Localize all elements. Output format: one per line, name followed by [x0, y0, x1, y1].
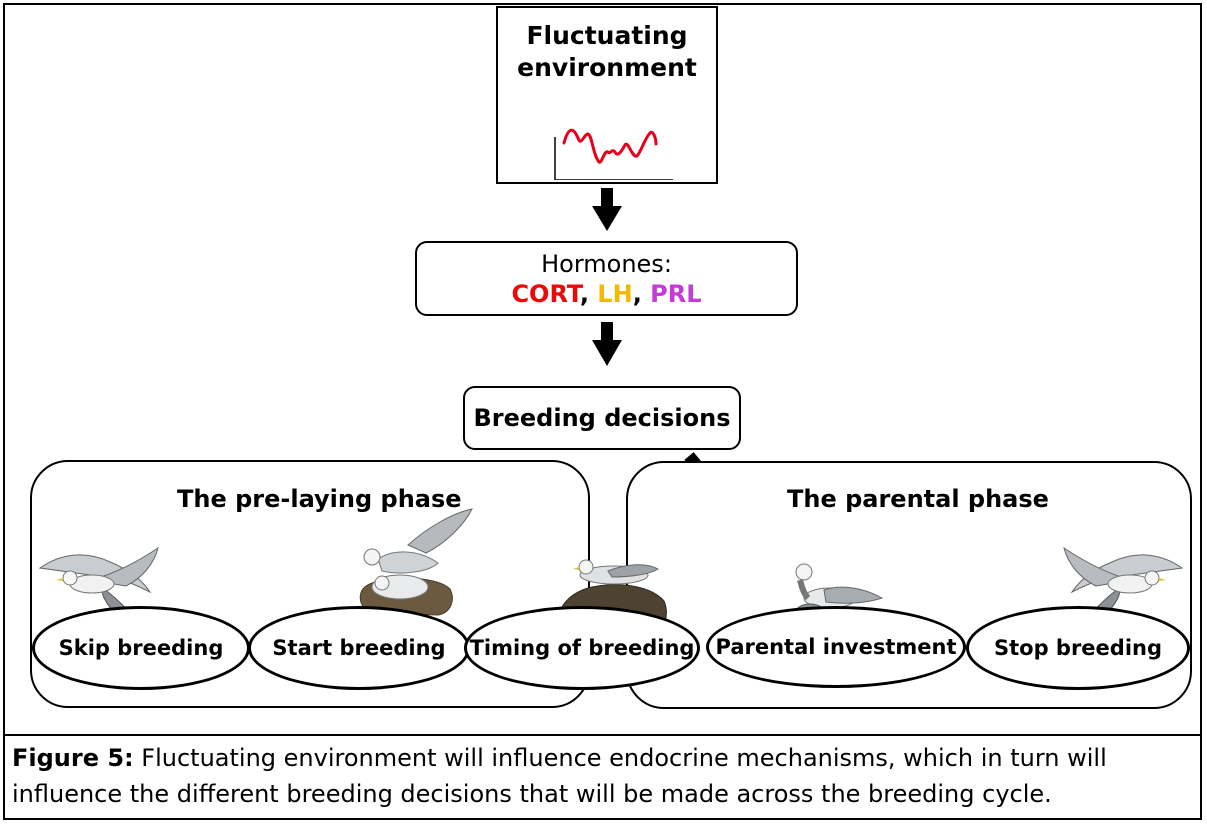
caption-label: Figure 5: — [12, 744, 134, 772]
hormone-lh: LH — [597, 280, 633, 308]
breeding-decisions-box: Breeding decisions — [463, 386, 741, 450]
hormone-separator-2: , — [632, 280, 651, 308]
hormones-label: Hormones: — [541, 250, 672, 278]
outcome-parental-investment: Parental investment — [706, 606, 966, 688]
environment-title-line1: Fluctuating — [526, 21, 688, 50]
outcome-skip-breeding: Skip breeding — [32, 606, 250, 690]
caption-separator — [3, 734, 1202, 736]
environment-title-line2: environment — [517, 53, 697, 82]
prelaying-phase-title: The pre-laying phase — [177, 485, 462, 513]
outcome-timing-of-breeding: Timing of breeding — [464, 606, 700, 690]
hormones-list: CORT, LH, PRL — [417, 279, 796, 309]
hormone-prl: PRL — [650, 280, 702, 308]
hormone-cort: CORT — [511, 280, 580, 308]
figure-frame — [3, 3, 1202, 820]
mating-kittiwakes-image — [359, 508, 473, 616]
parental-phase-title: The parental phase — [787, 485, 1049, 513]
caption-text: Fluctuating environment will influence e… — [12, 744, 1107, 808]
environment-box: Fluctuating environment — [496, 6, 718, 184]
hormones-box: Hormones: CORT, LH, PRL — [415, 241, 798, 316]
outcome-stop-breeding: Stop breeding — [966, 606, 1190, 690]
fluctuation-graph-icon — [554, 128, 673, 180]
outcome-start-breeding: Start breeding — [248, 606, 470, 690]
hormone-separator-1: , — [579, 280, 598, 308]
figure-caption: Figure 5: Fluctuating environment will i… — [12, 740, 1197, 812]
